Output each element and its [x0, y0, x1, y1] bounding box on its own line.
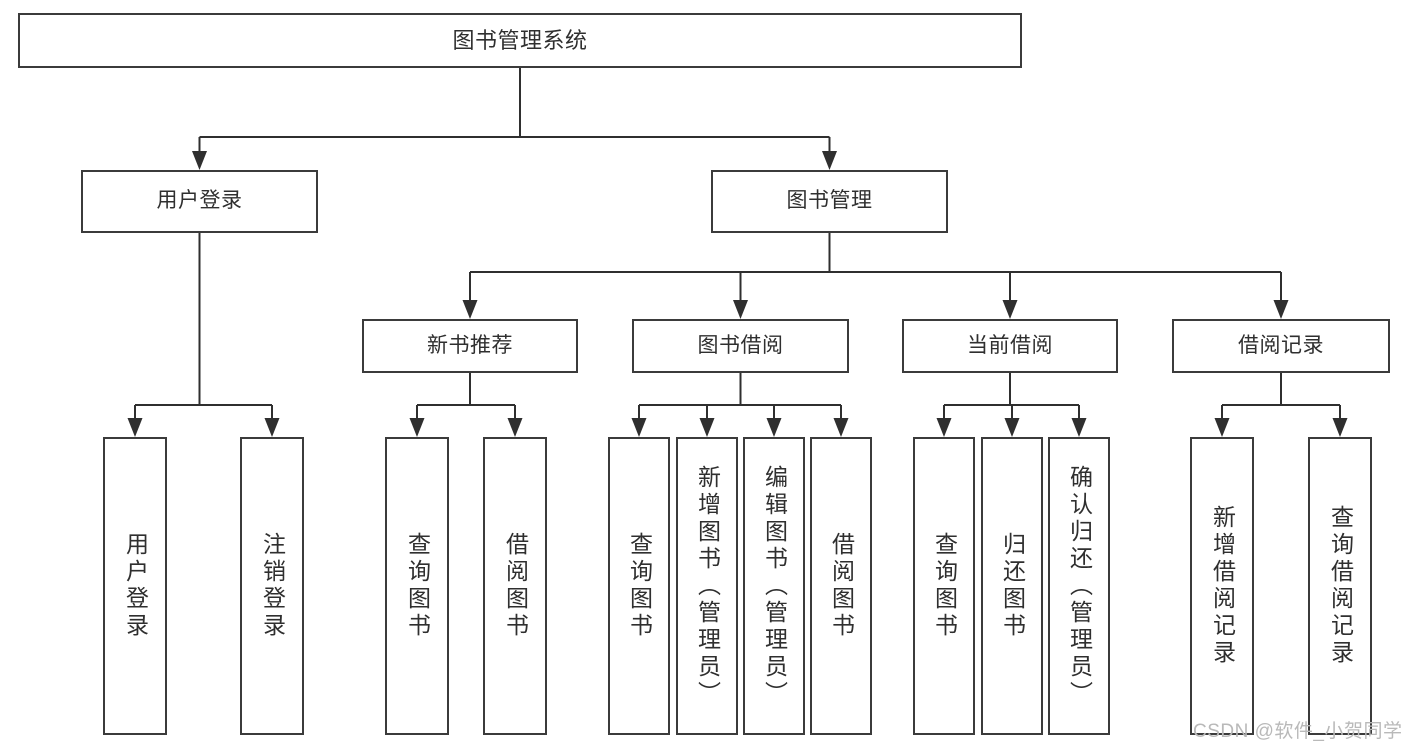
node-label: 新增借阅记录	[1209, 505, 1236, 667]
arrow-head-icon	[264, 418, 280, 437]
node-label: 注销登录	[259, 532, 286, 640]
node-label: 借阅图书	[828, 532, 855, 640]
node-label: 图书管理系统	[452, 27, 588, 53]
node-label: 确认归还（管理员）	[1066, 464, 1093, 708]
csdn-watermark: CSDN @软件_小贺同学	[1193, 721, 1403, 742]
arrow-head-icon	[409, 418, 425, 437]
node-label: 归还图书	[999, 532, 1026, 640]
node-leaf-nb-borrow[interactable]: 借阅图书	[483, 437, 547, 735]
arrow-head-icon	[1002, 300, 1018, 319]
node-leaf-nb-query[interactable]: 查询图书	[385, 437, 449, 735]
node-leaf-bw-query[interactable]: 查询图书	[608, 437, 670, 735]
node-label: 借阅图书	[502, 532, 529, 640]
node-label: 借阅记录	[1238, 333, 1324, 357]
node-leaf-user-login[interactable]: 用户登录	[103, 437, 167, 735]
node-label: 新增图书（管理员）	[694, 464, 721, 708]
node-borrow[interactable]: 图书借阅	[632, 319, 849, 373]
arrow-head-icon	[192, 151, 207, 170]
arrow-head-icon	[1273, 300, 1289, 319]
node-leaf-rec-add[interactable]: 新增借阅记录	[1190, 437, 1254, 735]
node-leaf-cur-return[interactable]: 归还图书	[981, 437, 1043, 735]
node-label: 新书推荐	[427, 333, 513, 357]
node-leaf-cur-confirm[interactable]: 确认归还（管理员）	[1048, 437, 1110, 735]
arrow-head-icon	[507, 418, 523, 437]
arrow-head-icon	[833, 418, 849, 437]
node-label: 查询图书	[626, 532, 653, 640]
arrow-head-icon	[631, 418, 647, 437]
arrow-head-icon	[127, 418, 143, 437]
node-label: 查询图书	[404, 532, 431, 640]
node-records[interactable]: 借阅记录	[1172, 319, 1390, 373]
node-root[interactable]: 图书管理系统	[18, 13, 1022, 68]
arrow-head-icon	[462, 300, 478, 319]
arrow-head-icon	[822, 151, 837, 170]
arrow-head-icon	[1214, 418, 1230, 437]
node-label: 图书借阅	[697, 333, 784, 357]
node-leaf-cur-query[interactable]: 查询图书	[913, 437, 975, 735]
node-newbook[interactable]: 新书推荐	[362, 319, 578, 373]
arrow-head-icon	[1004, 418, 1020, 437]
arrow-head-icon	[1332, 418, 1348, 437]
node-label: 查询借阅记录	[1327, 505, 1354, 667]
node-current[interactable]: 当前借阅	[902, 319, 1118, 373]
node-label: 编辑图书（管理员）	[761, 464, 788, 708]
node-leaf-bw-add[interactable]: 新增图书（管理员）	[676, 437, 738, 735]
arrow-head-icon	[733, 300, 748, 319]
node-bookmgmt[interactable]: 图书管理	[711, 170, 948, 233]
node-label: 用户登录	[122, 532, 149, 640]
arrow-head-icon	[1071, 418, 1087, 437]
node-login[interactable]: 用户登录	[81, 170, 318, 233]
node-leaf-bw-edit[interactable]: 编辑图书（管理员）	[743, 437, 805, 735]
arrow-head-icon	[766, 418, 782, 437]
node-label: 图书管理	[786, 189, 873, 213]
node-leaf-rec-query[interactable]: 查询借阅记录	[1308, 437, 1372, 735]
node-label: 用户登录	[156, 189, 243, 213]
node-label: 查询图书	[931, 532, 958, 640]
arrow-head-icon	[699, 418, 715, 437]
node-leaf-user-logout[interactable]: 注销登录	[240, 437, 304, 735]
node-leaf-bw-borrow[interactable]: 借阅图书	[810, 437, 872, 735]
node-label: 当前借阅	[967, 333, 1053, 357]
arrow-head-icon	[936, 418, 952, 437]
